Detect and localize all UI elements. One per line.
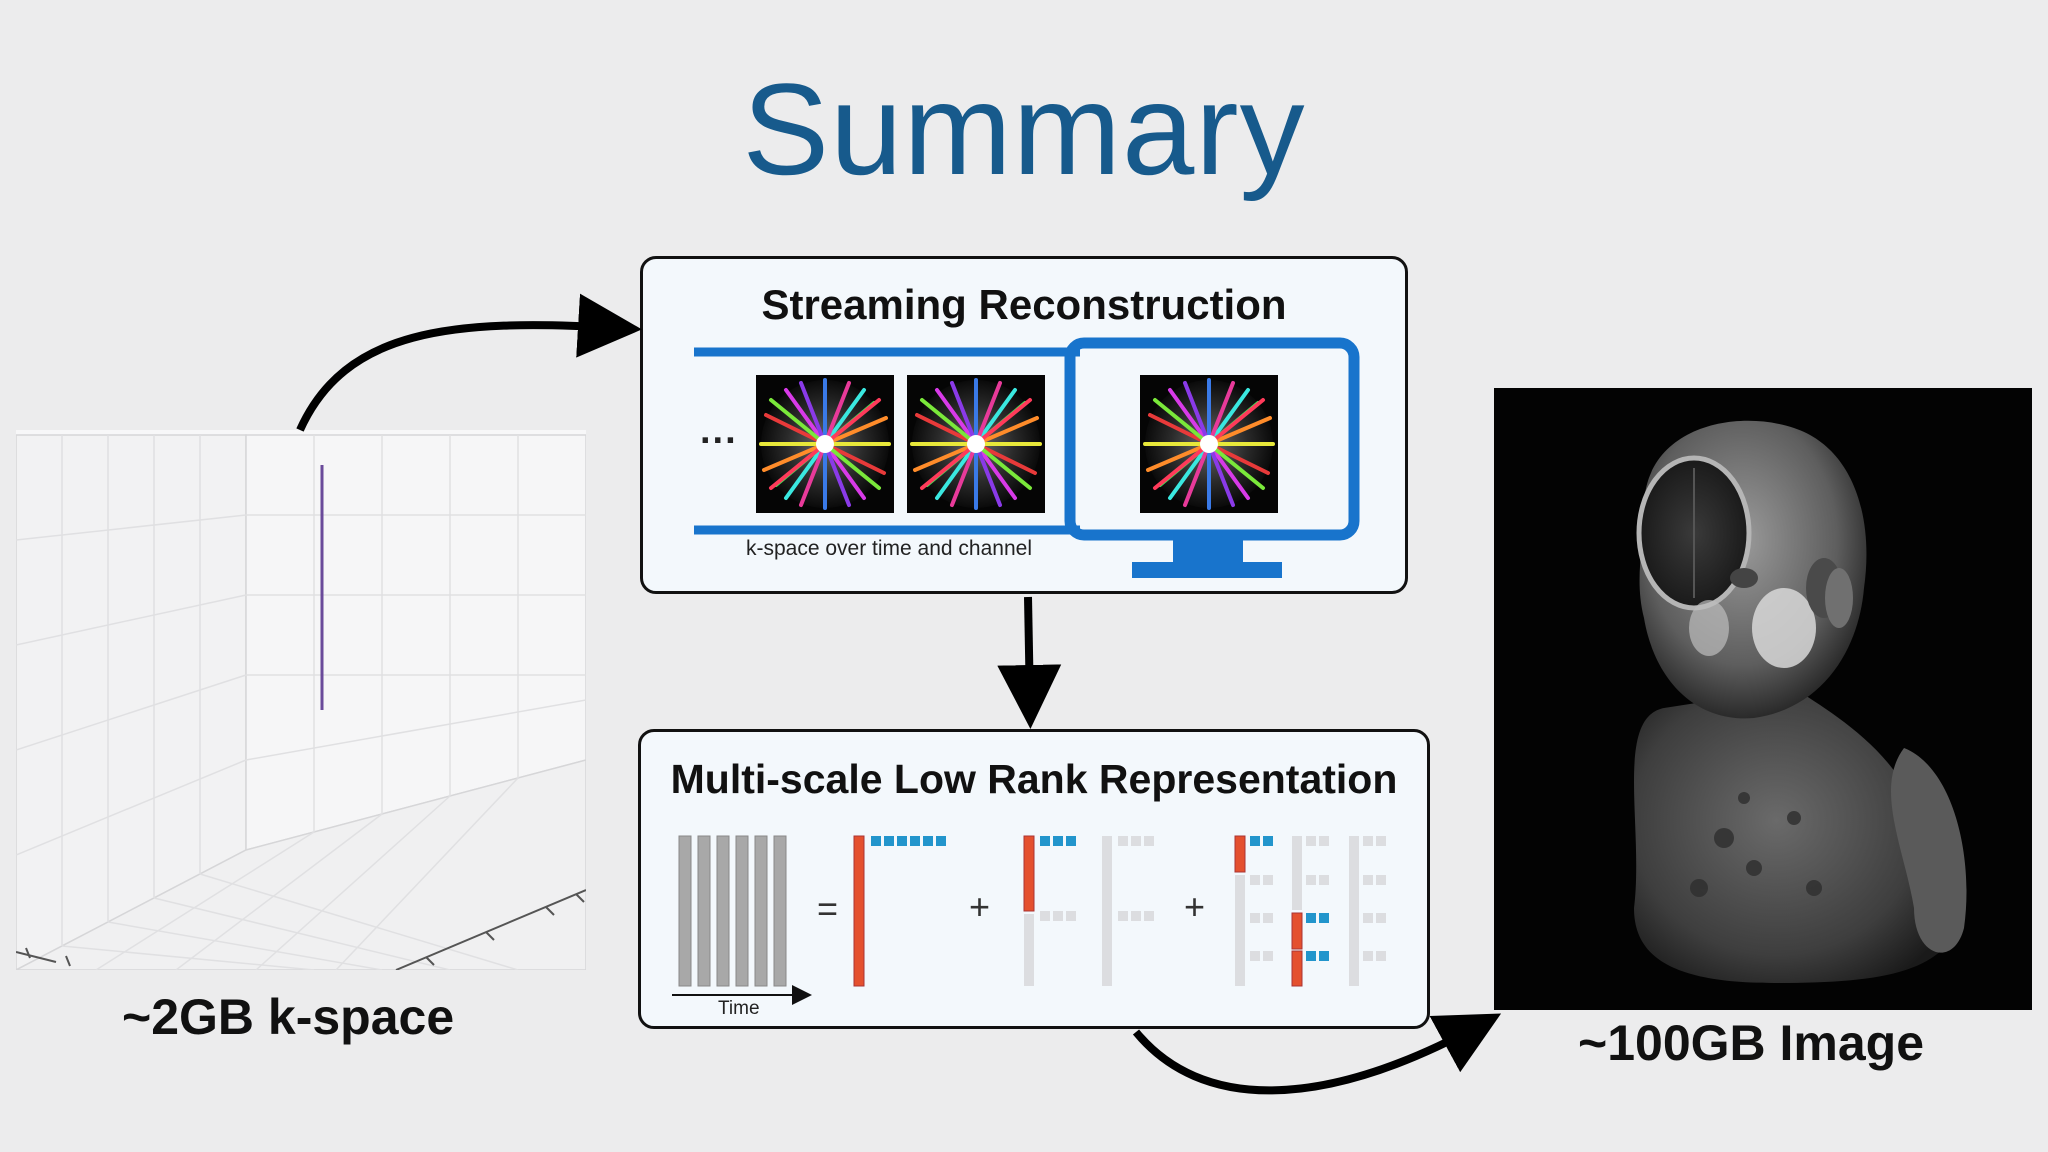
plus-sign-2: + (1184, 886, 1206, 927)
time-axis-label: Time (718, 998, 760, 1019)
low-rank-title: Multi-scale Low Rank Representation (670, 756, 1398, 802)
kspace-3d-plot (16, 430, 586, 970)
ellipsis: ... (700, 410, 738, 452)
slide-title: Summary (742, 56, 1306, 202)
arrow-streaming-to-lowrank (997, 596, 1062, 729)
low-rank-diagram (672, 835, 1386, 1005)
streaming-diagram (694, 337, 1360, 578)
plus-sign-1: + (969, 886, 991, 927)
image-label: ~100GB Image (1578, 1015, 1925, 1071)
streaming-reconstruction-title: Streaming Reconstruction (761, 281, 1287, 328)
reconstructed-image (1494, 388, 2032, 1010)
kspace-label: ~2GB k-space (122, 989, 455, 1045)
kspace-frames-caption: k-space over time and channel (746, 537, 1032, 560)
arrow-lowrank-to-image (1132, 1013, 1502, 1095)
arrow-kspace-to-streaming (296, 293, 642, 432)
equals-sign: = (817, 888, 839, 929)
